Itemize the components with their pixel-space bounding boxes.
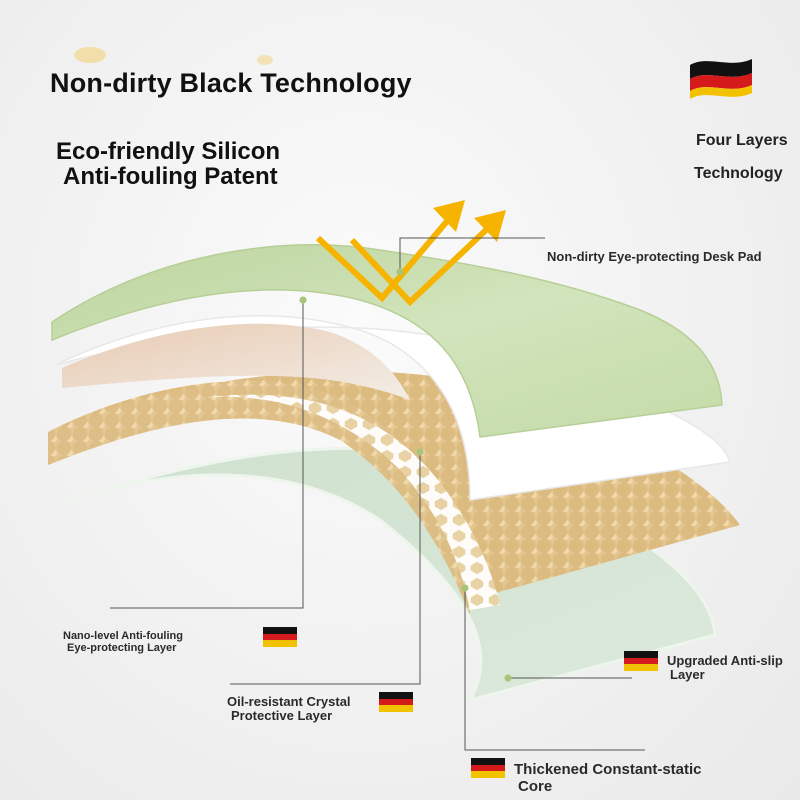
arrow-head-icon xyxy=(474,210,506,242)
crystal-layer xyxy=(54,314,731,501)
top-layer xyxy=(51,244,723,438)
germany-flag-icon xyxy=(263,627,297,647)
germany-flag-icon xyxy=(690,59,752,99)
label-slip-line-2: Layer xyxy=(670,667,705,682)
label-oil-line-2: Protective Layer xyxy=(231,708,333,723)
germany-flag-icon xyxy=(624,651,658,671)
germany-flag-icon xyxy=(379,692,413,712)
page-title: Non-dirty Black Technology xyxy=(50,68,412,98)
label-desk-pad: Non-dirty Eye-protecting Desk Pad xyxy=(547,249,762,264)
label-core-line-1: Thickened Constant-static xyxy=(514,761,702,778)
label-slip-line-1: Upgraded Anti-slip xyxy=(667,653,783,668)
leader-lines xyxy=(110,237,645,751)
leader-dots xyxy=(299,268,512,682)
double-arrow-icon xyxy=(315,218,489,307)
label-nano-line-2: Eye-protecting Layer xyxy=(67,642,177,654)
label-nano-line-1: Nano-level Anti-fouling xyxy=(63,630,183,642)
side-heading-line-2: Technology xyxy=(694,165,783,182)
arrow-head-icon xyxy=(433,200,465,232)
subtitle-line-2: Anti-fouling Patent xyxy=(63,163,278,190)
label-core-line-2: Core xyxy=(518,778,553,795)
subtitle-line-1: Eco-friendly Silicon xyxy=(56,138,281,165)
side-heading-line-1: Four Layers xyxy=(696,132,788,149)
germany-flag-icon xyxy=(471,758,505,778)
label-oil-line-1: Oil-resistant Crystal xyxy=(227,694,351,709)
